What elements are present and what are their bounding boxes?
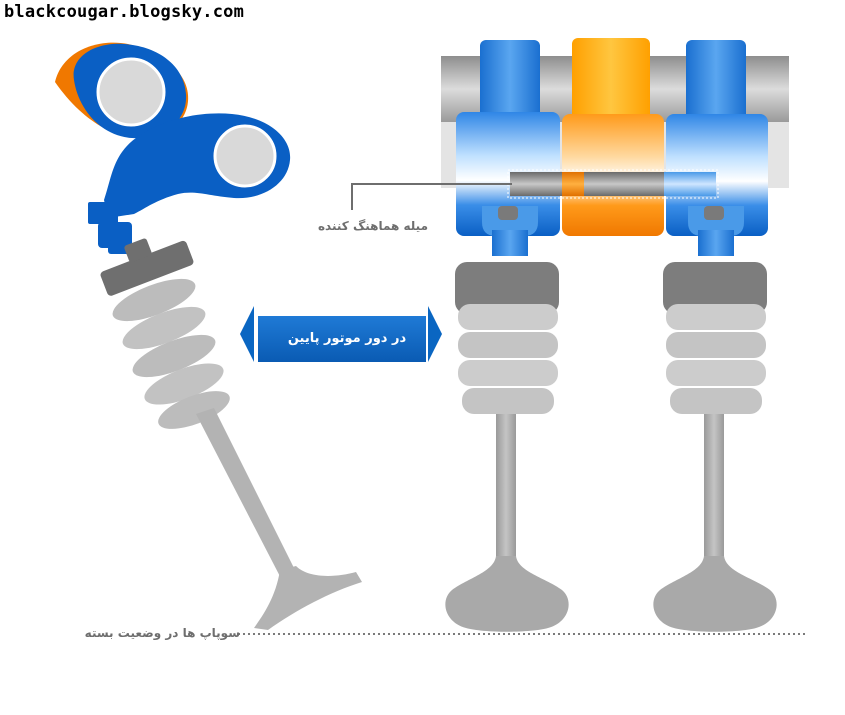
engine-state-banner [240, 306, 442, 362]
side-view-assembly [55, 42, 362, 630]
adjuster-screw [108, 240, 130, 254]
cam-lobe [55, 42, 189, 139]
engine-state-label: در دور موتور پایین [287, 331, 407, 346]
front-valve-left [445, 206, 569, 632]
valves-closed-label: سوپاپ ها در وضعیت بسته [84, 626, 240, 640]
primary-rocker-right [666, 40, 768, 236]
sync-pin-leader-line [351, 183, 512, 210]
side-valve [196, 408, 362, 630]
sync-pin-label: میله هماهنگ کننده [317, 219, 428, 233]
watermark: blackcougar.blogsky.com [4, 2, 245, 22]
side-valve-spring [100, 238, 230, 429]
mid-rocker-orange [562, 38, 664, 236]
front-view-assembly [351, 38, 789, 632]
sync-pin [507, 169, 719, 199]
front-valve-right [653, 206, 777, 632]
